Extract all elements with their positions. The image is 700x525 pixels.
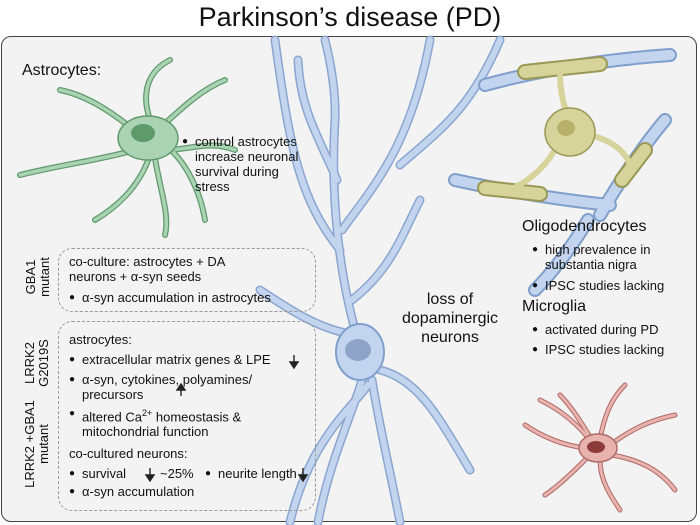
oligo-bullet-line: high prevalence in <box>545 242 651 257</box>
lrrk2-box <box>58 321 316 511</box>
gba1-coculture-line: co-culture: astrocytes + DA <box>69 254 226 269</box>
microglia-cell <box>522 382 678 513</box>
lrrk2-label-line: mutant <box>36 424 51 464</box>
neuron-loss-label: loss of dopaminergic neurons <box>400 290 500 347</box>
survival-percent: ~25% <box>160 466 194 481</box>
lrrk2-label-line: LRRK2 +GBA1 <box>22 400 37 488</box>
neuron-label-line: dopaminergic <box>401 310 499 327</box>
astrocyte-note-line: survival during <box>195 164 279 179</box>
gba1-coculture-line: neurons + α-syn seeds <box>69 269 202 284</box>
gba1-label-line: mutant <box>37 257 52 297</box>
gba1-bullet: α-syn accumulation in astrocytes <box>69 290 271 305</box>
oligo-bullet-prevalence: high prevalence in substantia nigra <box>532 242 651 272</box>
neuron-label-line: neurons <box>421 329 479 346</box>
lrrk2-bullet-line: precursors <box>82 387 144 402</box>
neurite-bullet: neurite length <box>205 466 297 481</box>
lrrk2-bullet-ecm: extracellular matrix genes & LPE <box>69 352 271 367</box>
astrocytes-heading: Astrocytes: <box>22 62 102 79</box>
gba1-coculture: co-culture: astrocytes + DA neurons + α-… <box>69 254 225 284</box>
lrrk2-g2019s-label: LRRK2 G2019S <box>22 331 51 395</box>
dopaminergic-neuron <box>255 35 505 525</box>
gba1-label: GBA1 mutant <box>23 248 52 306</box>
lrrk2-bullet-syn: α-syn, cytokines, polyamines/ precursors <box>69 372 253 402</box>
ca-text-rest: homeostasis & <box>152 409 242 425</box>
lrrk2-bullet-line: mitochondrial function <box>82 424 209 440</box>
oligodendrocyte-cell <box>448 48 677 297</box>
ca-superscript: 2+ <box>141 408 153 418</box>
astrocyte-note: control astrocytes increase neuronal sur… <box>182 134 299 194</box>
astrocyte-note-line: stress <box>195 179 230 194</box>
syn-accumulation-bullet: α-syn accumulation <box>69 484 194 499</box>
arrow-down-icon <box>144 468 156 483</box>
astrocyte-note-line: control astrocytes <box>195 134 297 149</box>
microglia-bullet-activated: activated during PD <box>532 322 659 337</box>
lrrk2-bullet-line: altered Ca2+ homeostasis & <box>82 406 241 424</box>
arrow-down-icon <box>288 355 300 370</box>
neuron-label-line: loss of <box>426 291 474 308</box>
lrrk2-label-line: LRRK2 <box>22 342 37 384</box>
oligo-bullet-line: substantia nigra <box>545 257 637 272</box>
astrocyte-note-line: increase neuronal <box>195 149 299 164</box>
page-title: Parkinson’s disease (PD) <box>198 2 502 32</box>
gba1-box <box>58 248 316 312</box>
lrrk2-gba1-label: LRRK2 +GBA1 mutant <box>22 398 51 490</box>
lrrk2-label-line: G2019S <box>36 339 51 387</box>
lrrk2-astrocytes-heading: astrocytes: <box>69 332 132 347</box>
cocultured-heading: co-cultured neurons: <box>69 446 188 461</box>
gba1-label-line: GBA1 <box>23 259 38 295</box>
lrrk2-bullet-ca: altered Ca2+ homeostasis & mitochondrial… <box>69 406 241 440</box>
lrrk2-bullet-line: α-syn, cytokines, polyamines/ <box>82 372 253 387</box>
arrow-down-icon <box>297 468 309 483</box>
microglia-bullet-ipsc: IPSC studies lacking <box>532 342 664 357</box>
microglia-heading: Microglia <box>522 298 587 315</box>
survival-bullet: survival <box>69 466 126 481</box>
oligodendrocytes-heading: Oligodendrocytes <box>522 218 647 235</box>
ca-text: altered Ca <box>82 409 142 425</box>
oligo-bullet-ipsc: IPSC studies lacking <box>532 278 664 293</box>
